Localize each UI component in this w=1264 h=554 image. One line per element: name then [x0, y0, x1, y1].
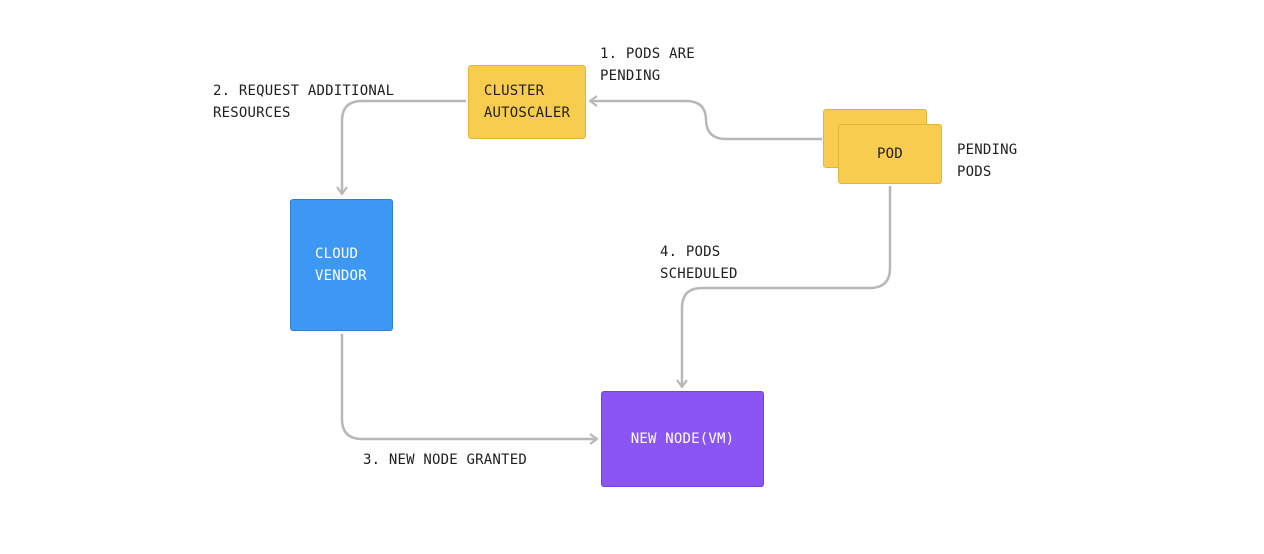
step-4-label: 4. PODS SCHEDULED [660, 244, 738, 282]
pending-pods-label: PENDING PODS [957, 142, 1018, 180]
pod-node: POD [838, 124, 942, 184]
arrow-pods-pending [588, 95, 822, 141]
arrow-request-resources [336, 99, 466, 196]
new-node-vm: NEW NODE(VM) [601, 391, 764, 487]
cluster-autoscaler-node: CLUSTER AUTOSCALER [468, 65, 586, 139]
arrow-new-node-granted [340, 334, 599, 445]
step-1-label: 1. PODS ARE PENDING [600, 46, 695, 84]
step-2-label: 2. REQUEST ADDITIONAL RESOURCES [213, 83, 395, 121]
arrow-pods-scheduled [676, 186, 892, 389]
cloud-vendor-node: CLOUD VENDOR [290, 199, 393, 331]
step-3-label: 3. NEW NODE GRANTED [363, 452, 527, 468]
